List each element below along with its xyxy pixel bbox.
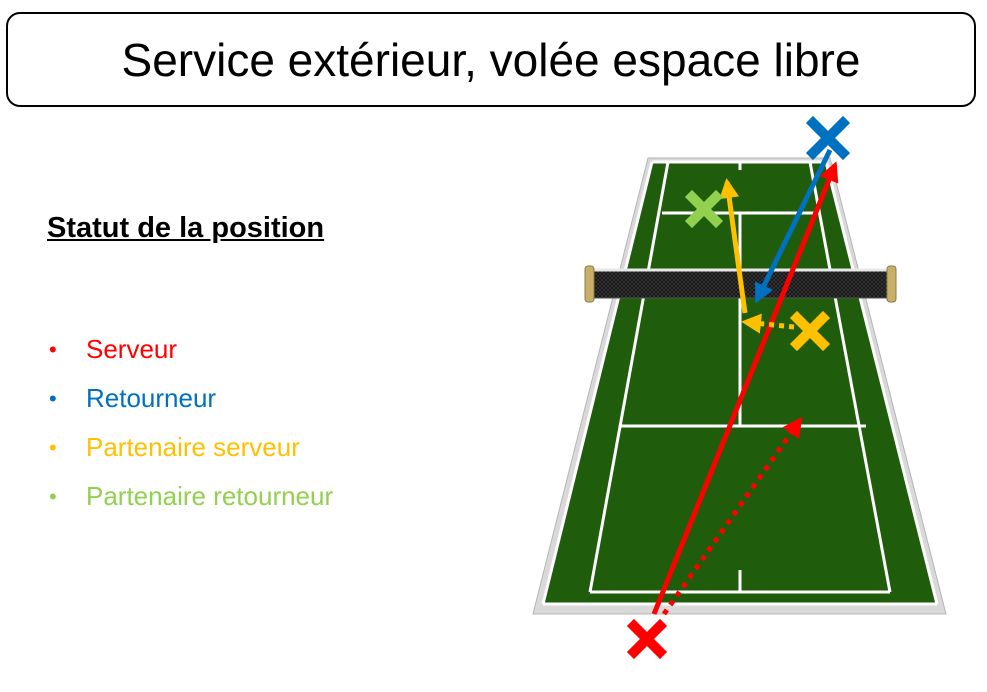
bullet-icon: • [49,386,57,411]
title-box: Service extérieur, volée espace libre [6,12,976,107]
bullet-icon: • [49,484,57,509]
net-post-left [584,265,595,303]
legend-label: Partenaire retourneur [86,481,334,511]
player-x-icon [805,115,851,161]
bullet-icon: • [49,337,57,362]
player-x-icon [626,618,668,660]
legend-item-serveur: • Serveur [47,325,333,374]
partner-move-trajectory [741,313,795,334]
player-x-icon [684,189,724,229]
return-trajectory [754,148,833,304]
legend-heading: Statut de la position [47,212,325,244]
net-post-right [886,265,897,303]
page-title: Service extérieur, volée espace libre [121,33,861,86]
player-x-icon [789,310,831,352]
bullet-icon: • [49,435,57,460]
volley-trajectory [719,178,748,314]
legend-item-retourneur: • Retourneur [47,374,333,423]
court-lines [541,160,939,606]
legend-label: Retourneur [86,383,217,413]
legend-label: Serveur [86,334,178,364]
legend-item-partenaire-retourneur: • Partenaire retourneur [47,472,333,521]
serve-trajectory [651,161,839,615]
legend-list: • Serveur • Retourneur • Partenaire serv… [47,325,333,521]
legend-item-partenaire-serveur: • Partenaire serveur [47,423,333,472]
legend-label: Partenaire serveur [86,432,300,462]
